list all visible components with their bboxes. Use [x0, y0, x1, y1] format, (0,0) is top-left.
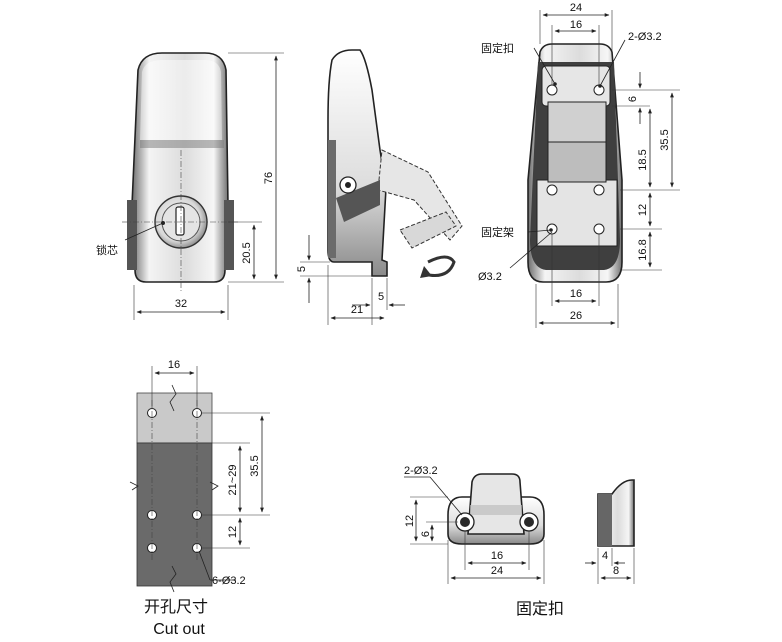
rotate-arrow — [423, 255, 456, 277]
front-left-flange — [127, 200, 137, 270]
lock-core-label: 锁芯 — [96, 243, 118, 257]
rear-bottom-width-dim: 26 — [570, 310, 582, 322]
front-right-flange — [224, 200, 234, 270]
rear-dim-12: 12 — [637, 204, 649, 216]
rear-top-width-dim: 24 — [570, 2, 582, 14]
cutout-width-dim: 16 — [168, 359, 180, 371]
catch-side-dim-4: 4 — [602, 550, 608, 562]
break-line-bottom — [169, 565, 177, 593]
break-line-left — [129, 481, 139, 491]
side-bottom-offset-dim: 5 — [296, 266, 308, 272]
rear-hook-plate — [547, 101, 607, 143]
catch-hook — [467, 473, 525, 535]
side-depth-dim: 21 — [351, 304, 363, 316]
side-hook-dark — [336, 180, 380, 222]
side-dark-edge — [328, 140, 336, 258]
rear-dim-35-5: 35.5 — [659, 129, 671, 150]
key-height-dim: 20.5 — [241, 242, 253, 263]
rear-holes-label: 2-Ø3.2 — [628, 31, 662, 43]
cutout-top-panel — [136, 392, 213, 444]
rear-dim-18-5: 18.5 — [637, 149, 649, 170]
front-dark-band — [140, 140, 224, 148]
catch-label: 固定扣 — [481, 41, 514, 55]
rear-bracket-channel — [547, 141, 607, 183]
cutout-view: 16 35.5 21~29 12 6-Ø3.2 开孔尺寸 Cut out — [129, 359, 270, 638]
catch-hole-spacing-dim: 16 — [491, 550, 503, 562]
cutout-caption-cn: 开孔尺寸 — [144, 598, 208, 616]
bracket-label: 固定架 — [481, 225, 514, 239]
rear-dim-6: 6 — [627, 96, 639, 102]
rear-hole-dia-label: Ø3.2 — [478, 271, 502, 283]
rear-view: 24 16 固定扣 2-Ø3.2 6 35.5 18.5 12 16.8 固定架… — [478, 2, 680, 328]
catch-view: 2-Ø3.2 12 6 16 24 固定扣 4 8 — [404, 465, 635, 618]
cutout-dim-12: 12 — [227, 526, 239, 538]
front-height-dim: 76 — [263, 172, 275, 184]
side-view: 5 5 21 — [296, 49, 463, 325]
cutout-dim-35-5: 35.5 — [249, 455, 261, 476]
side-hook — [399, 211, 457, 249]
key-slot — [175, 206, 185, 236]
front-view: 76 20.5 32 锁芯 — [96, 52, 284, 320]
catch-height-dim: 12 — [404, 515, 416, 527]
break-line-right — [209, 481, 219, 491]
break-line-top — [169, 384, 177, 412]
catch-holes-label: 2-Ø3.2 — [404, 465, 438, 477]
rear-top-hole-spacing-dim: 16 — [570, 19, 582, 31]
catch-caption: 固定扣 — [516, 600, 564, 618]
rear-bottom-hole-spacing-dim: 16 — [570, 288, 582, 300]
front-width-dim: 32 — [175, 298, 187, 310]
side-nose-dim: 5 — [378, 291, 384, 303]
catch-hole-height-dim: 6 — [420, 531, 432, 537]
catch-width-dim: 24 — [491, 565, 503, 577]
catch-side-dim-8: 8 — [613, 565, 619, 577]
cutout-caption-en: Cut out — [153, 621, 205, 638]
front-hood-shade — [140, 60, 222, 140]
cutout-dim-21-29: 21~29 — [227, 465, 239, 496]
cutout-holes-label: 6-Ø3.2 — [212, 575, 246, 587]
side-body — [327, 49, 388, 277]
rear-dim-16-8: 16.8 — [637, 239, 649, 260]
